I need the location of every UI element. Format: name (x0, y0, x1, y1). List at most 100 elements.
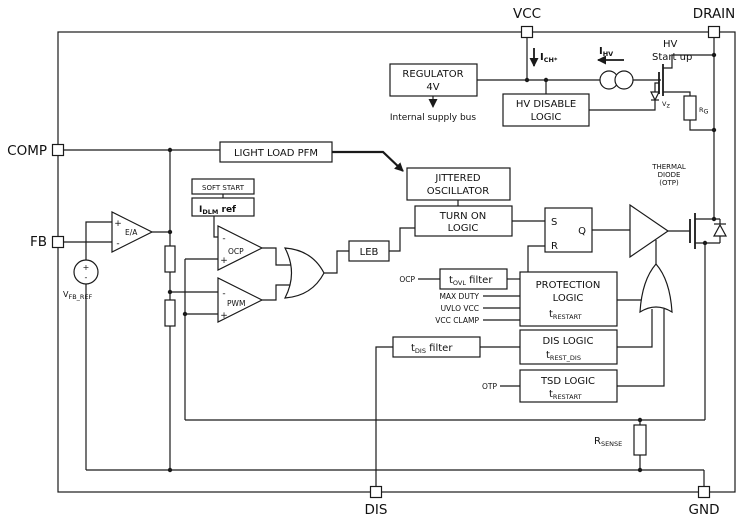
block-soft-start (191, 178, 255, 195)
osc-label-2: OSCILLATOR (427, 186, 490, 197)
pin-label-vcc: VCC (513, 6, 541, 22)
comparator-pwm (217, 277, 264, 323)
error-amplifier (111, 211, 154, 253)
current-source-icon (614, 70, 634, 90)
dis-logic-label: DIS LOGIC (543, 336, 594, 347)
pin-label-gnd: GND (689, 502, 720, 518)
rsense-label: RSENSE (594, 436, 622, 448)
vref-plus-sign: + (83, 263, 90, 272)
wire-idlm-ocp (213, 216, 218, 238)
rg-label: RG (699, 106, 709, 116)
block-tovl-filter (439, 268, 508, 290)
block-tsd-logic (519, 369, 618, 403)
block-tdis-filter (392, 336, 481, 358)
regulator-label-1: REGULATOR (402, 69, 463, 80)
protection-label-2: LOGIC (553, 293, 584, 304)
gate-driver (629, 203, 670, 259)
vcc-clamp-label: VCC CLAMP (435, 316, 479, 325)
pfm-label: LIGHT LOAD PFM (234, 148, 318, 159)
pin-label-comp: COMP (7, 143, 47, 159)
wire-vref-plus (85, 221, 112, 260)
turnon-label-1: TURN ON (439, 211, 486, 222)
tovl-filter-label: tOVL filter (449, 275, 493, 287)
ocp-minus-sign: - (222, 234, 225, 244)
block-leb (348, 240, 390, 262)
otp-label: OTP (482, 382, 497, 391)
ocp-input-label: OCP (399, 275, 415, 284)
latch-s-label: S (551, 217, 557, 228)
resistor-divider-1 (164, 245, 176, 273)
thermal-diode-label-1: THERMAL (651, 163, 686, 171)
vref-source (73, 259, 99, 285)
ea-minus-sign: - (116, 239, 119, 249)
block-jittered-oscillator (406, 167, 511, 201)
pin-gnd (697, 485, 711, 499)
hv-disable-label-2: LOGIC (531, 112, 562, 123)
thermal-diode-label-2: DIODE (658, 171, 681, 179)
symbols (73, 64, 728, 456)
pin-label-dis: DIS (365, 502, 388, 518)
dis-logic-trestdis: tREST_DIS (546, 350, 581, 362)
osc-label-1: JITTERED (434, 173, 481, 184)
hv-startup-label-2: Start up (652, 52, 692, 63)
block-regulator (389, 63, 478, 97)
idlm-ref-label: IDLM ref (199, 205, 236, 216)
block-protection-logic (519, 271, 618, 327)
or-gate-2 (639, 263, 673, 314)
wire-dis-pin (375, 346, 393, 487)
vref-minus-sign: - (85, 273, 88, 282)
wire-rg-drain (689, 120, 714, 131)
pin-label-drain: DRAIN (693, 6, 736, 22)
wire-dislogic-or2 (617, 309, 653, 348)
ocp-plus-sign: + (220, 256, 228, 266)
regulator-label-2: 4V (426, 82, 439, 93)
resistor-rg (683, 95, 697, 121)
ea-label: E/A (125, 228, 138, 237)
wire-startfet-source (663, 91, 691, 96)
supply-bus-label: Internal supply bus (390, 113, 476, 123)
latch-q-label: Q (578, 226, 586, 237)
junctions (167, 52, 717, 473)
hv-disable-label-1: HV DISABLE (516, 99, 576, 110)
wire-tsd-or2 (617, 309, 665, 387)
tsd-trestart: tRESTART (549, 389, 582, 401)
tsd-logic-label: TSD LOGIC (540, 376, 595, 387)
block-turn-on-logic (414, 205, 513, 237)
wire-startfet-drain (663, 54, 714, 69)
zener-vz-icon (650, 91, 660, 102)
ihv-label: IHV (599, 46, 613, 58)
pin-fb (51, 235, 65, 249)
turnon-label-2: LOGIC (448, 223, 479, 234)
pwm-minus-sign: - (222, 289, 225, 299)
latch-r-label: R (551, 241, 558, 252)
leb-label: LEB (360, 247, 379, 258)
pin-drain (707, 25, 721, 39)
block-light-load-pfm (219, 141, 333, 163)
comparator-ocp (217, 225, 264, 271)
pwm-plus-sign: + (220, 311, 228, 321)
thermal-diode-icon (712, 223, 728, 237)
resistor-divider-2 (164, 299, 176, 327)
block-idlm-ref (191, 197, 255, 217)
uvlo-label: UVLO VCC (441, 304, 479, 313)
soft-start-label: SOFT START (202, 184, 245, 192)
ocp-comp-label: OCP (228, 247, 244, 256)
max-duty-label: MAX DUTY (439, 292, 479, 301)
hv-startup-label-1: HV (663, 39, 678, 50)
thermal-diode-label-3: (OTP) (659, 179, 679, 187)
protection-trestart: tRESTART (549, 309, 582, 321)
pin-dis (369, 485, 383, 499)
pin-label-fb: FB (30, 234, 47, 250)
pin-vcc (520, 25, 534, 39)
protection-label-1: PROTECTION (536, 280, 601, 291)
vref-label: VFB_REF (63, 290, 93, 301)
ich-label: ICH* (540, 52, 558, 64)
ea-plus-sign: + (114, 219, 122, 229)
blocks (191, 63, 618, 403)
texts: VCC DRAIN COMP FB DIS GND REGULATOR 4V I… (7, 6, 735, 518)
wire-protection-r (527, 245, 545, 272)
tdis-filter-label: tDIS filter (411, 343, 453, 355)
block-hv-disable (502, 93, 590, 127)
pwm-comp-label: PWM (227, 299, 245, 308)
vz-label: Vz (662, 100, 670, 110)
